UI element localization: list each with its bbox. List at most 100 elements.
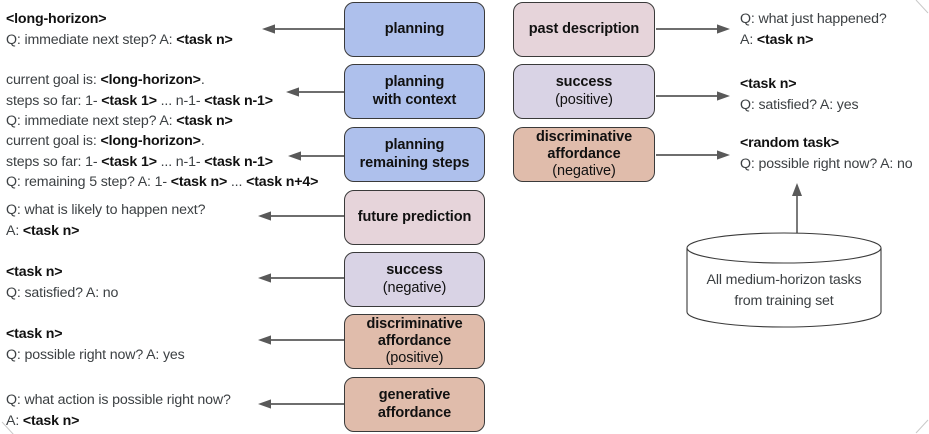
note-line: steps so far: 1- <task 1> ... n-1- <task… [6,91,273,112]
box-title: past description [528,20,640,37]
note-span: <task n> [176,31,233,48]
box-future-prediction[interactable]: future prediction [344,190,485,245]
arrow-left-discriminative-affordance-positive [258,334,346,346]
database-cylinder: All medium-horizon tasks from training s… [686,232,882,328]
note-span: <task n> [6,264,63,280]
box-subtitle: (positive) [385,350,444,367]
note-span: steps so far: 1- [6,92,102,109]
note-span: Q: what action is possible right now? [6,392,231,408]
note-span: <task n> [170,174,228,191]
note-line: <task n> [740,74,858,95]
note-line: Q: possible right now? A: yes [6,345,185,366]
note-line: steps so far: 1- <task 1> ... n-1- <task… [6,152,318,173]
box-title: planning [384,74,445,91]
note-span: <task n> [740,76,797,92]
note-span: <task n> [756,31,814,48]
box-planning-remaining-steps[interactable]: planning remaining steps [344,127,485,182]
note-span: steps so far: 1- [6,153,102,170]
box-success-negative[interactable]: success (negative) [344,252,485,307]
database-label: All medium-horizon tasks from training s… [686,270,882,311]
note-line: Q: immediate next step? A: <task n> [6,30,233,51]
note-line: <random task> [740,133,912,154]
note-line: <task n> [6,324,185,345]
box-title: success [386,262,443,279]
box-planning[interactable]: planning [344,2,485,57]
note-span: Q: immediate next step? A: [6,31,177,48]
box-subtitle: (positive) [555,91,613,108]
note-line: <task n> [6,262,118,283]
note-planning: <long-horizon> Q: immediate next step? A… [6,9,233,50]
note-line: Q: what action is possible right now? [6,390,231,411]
note-span: <task 1> [101,153,157,170]
note-span: current goal is: [6,133,101,149]
arrow-left-planning [262,23,346,35]
note-line: current goal is: <long-horizon>. [6,70,273,91]
box-title-line2: remaining steps [359,154,470,171]
note-success-negative: <task n> Q: satisfied? A: no [6,262,118,303]
note-line: Q: satisfied? A: yes [740,95,859,116]
box-discriminative-affordance-positive[interactable]: discriminative affordance (positive) [344,314,485,369]
note-planning-remaining-steps: current goal is: <long-horizon>. steps s… [6,131,318,193]
note-generative-affordance: Q: what action is possible right now? A:… [6,390,231,431]
arrow-right-past-description [656,23,730,35]
note-span: Q: possible right now? A: yes [6,346,185,363]
box-success-positive[interactable]: success (positive) [513,64,655,119]
note-line: A: <task n> [6,411,231,432]
note-span: ... n-1- [156,92,205,109]
box-discriminative-affordance-negative[interactable]: discriminative affordance (negative) [513,127,655,182]
note-span: . [200,133,205,149]
note-span: ... [227,174,247,191]
box-generative-affordance[interactable]: generative affordance [344,377,485,432]
arrow-left-success-negative [258,272,346,284]
note-line: current goal is: <long-horizon>. [6,131,318,152]
box-title: success [555,74,613,91]
note-span: <task n> [22,412,80,429]
arrow-left-future-prediction [258,210,346,222]
box-title-line2: affordance [377,404,452,421]
database-label-line1: All medium-horizon tasks [706,272,862,288]
box-title-line2: with context [372,91,457,108]
box-title: discriminative [535,128,633,145]
note-future-prediction: Q: what is likely to happen next? A: <ta… [6,200,205,241]
box-title: planning [384,137,445,154]
box-title: planning [384,20,445,37]
note-span: current goal is: [6,72,101,88]
note-span: <task n> [6,326,63,342]
note-span: <random task> [740,135,839,151]
note-span: Q: possible right now? A: no [740,155,913,172]
note-line: Q: remaining 5 step? A: 1- <task n> ... … [6,172,318,193]
note-span: A: [740,31,757,48]
box-title: future prediction [357,208,472,225]
box-subtitle: (negative) [382,279,447,296]
note-span: <task 1> [101,92,157,109]
database-label-line2: from training set [734,292,834,309]
arrow-right-success-positive [656,90,730,102]
note-line: Q: satisfied? A: no [6,283,118,304]
note-span: <task n+4> [246,174,319,191]
note-span: <task n> [22,222,80,239]
page-corner-bottom-left [1,421,14,434]
box-planning-with-context[interactable]: planning with context [344,64,485,119]
box-past-description[interactable]: past description [513,2,655,57]
note-span: A: [6,412,23,429]
note-span: Q: what is likely to happen next? [6,202,206,218]
arrow-left-generative-affordance [258,398,346,410]
note-success-positive: <task n> Q: satisfied? A: yes [740,74,859,116]
note-span: . [200,72,205,88]
note-planning-with-context: current goal is: <long-horizon>. steps s… [6,70,273,132]
note-span: Q: satisfied? A: no [6,284,119,301]
note-span: <task n> [176,113,233,130]
note-span: <task n-1> [204,92,273,109]
box-title-line2: affordance [547,145,621,162]
note-span: Q: remaining 5 step? A: 1- [6,174,171,191]
note-span: Q: satisfied? A: yes [740,96,859,113]
note-span: Q: immediate next step? A: [6,113,177,130]
note-span: <long-horizon> [100,72,201,88]
note-span: A: [6,222,23,239]
note-line: Q: immediate next step? A: <task n> [6,111,273,132]
box-title: generative [378,387,451,404]
page-corner-top-right [915,0,929,14]
arrow-right-discriminative-affordance-negative [656,149,730,161]
box-title-line2: affordance [377,332,452,349]
